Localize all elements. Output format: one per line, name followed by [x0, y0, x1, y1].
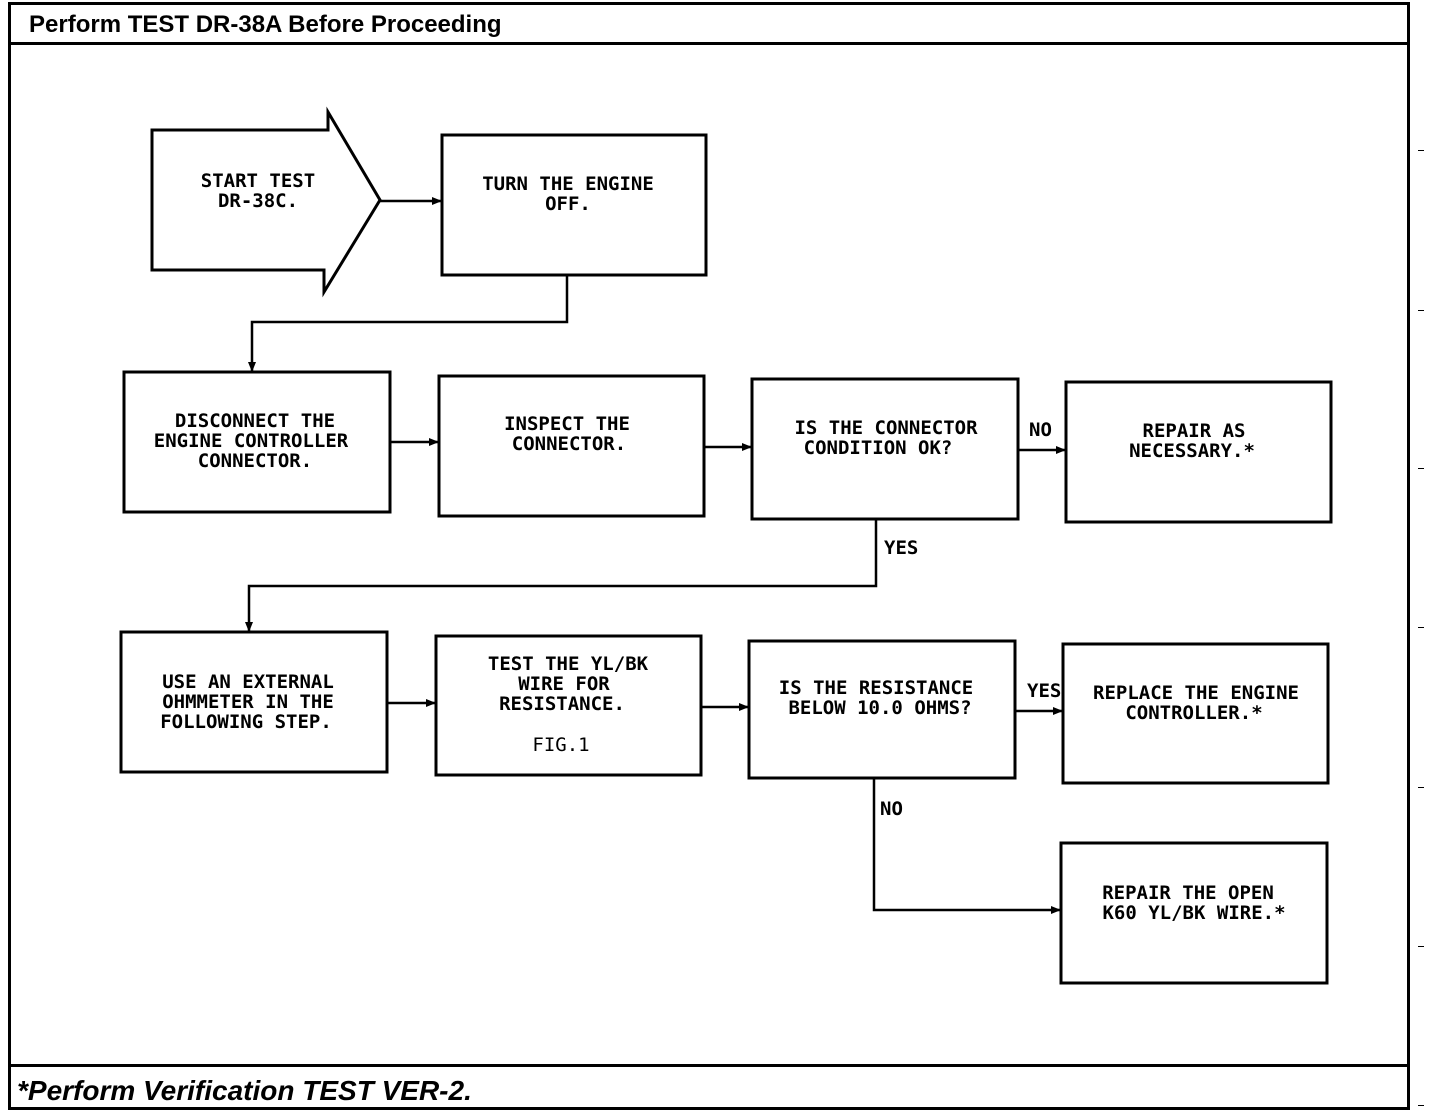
ohmmeter-box — [119, 630, 389, 774]
resistance-q-text-2: BELOW 10.0 OHMS? — [788, 697, 971, 719]
repair-open-box — [1059, 841, 1329, 985]
page-frame — [8, 2, 1410, 1110]
start-arrow-shape — [150, 106, 382, 298]
arrow-connector-ok-yes — [245, 519, 878, 632]
disconnect-text-3: CONNECTOR. — [198, 450, 312, 472]
page-title: Perform TEST DR-38A Before Proceeding — [11, 5, 1407, 45]
ohmmeter-text-1: USE AN EXTERNAL — [162, 671, 334, 693]
engine-off-text-1: TURN THE ENGINE — [482, 173, 654, 195]
connector-ok-text-1: IS THE CONNECTOR — [794, 417, 978, 439]
label-yes-resistance: YES — [1027, 680, 1061, 702]
arrow-engine-off-to-disconnect — [248, 275, 569, 372]
label-yes-connector: YES — [884, 537, 918, 559]
connector-lines — [245, 197, 1066, 914]
edge-tick — [1418, 627, 1424, 628]
disconnect-text-2: ENGINE CONTROLLER — [154, 430, 349, 452]
connector-ok-text-2: CONDITION OK? — [804, 437, 953, 459]
ohmmeter-text-2: OHMMETER IN THE — [162, 691, 334, 713]
start-text-2: DR-38C. — [218, 190, 298, 212]
repair-open-text-2: K60 YL/BK WIRE.* — [1102, 902, 1285, 924]
fig-label: FIG.1 — [532, 734, 589, 756]
edge-tick — [1418, 310, 1424, 311]
test-wire-box — [434, 634, 703, 777]
test-wire-text-2: WIRE FOR — [518, 673, 610, 695]
resistance-q-text-1: IS THE RESISTANCE — [779, 677, 973, 699]
engine-off-box — [440, 133, 708, 277]
arrow-resistance-no — [872, 778, 1061, 914]
resistance-question-box — [747, 639, 1017, 780]
repair-open-text-1: REPAIR THE OPEN — [1102, 882, 1274, 904]
label-no-resistance: NO — [880, 798, 903, 820]
edge-tick — [1418, 1105, 1424, 1106]
inspect-text-2: CONNECTOR. — [512, 433, 626, 455]
connector-ok-box — [750, 377, 1020, 521]
ohmmeter-text-3: FOLLOWING STEP. — [160, 711, 332, 733]
repair-necessary-text-1: REPAIR AS — [1143, 420, 1246, 442]
disconnect-text-1: DISCONNECT THE — [175, 410, 335, 432]
disconnect-box — [122, 370, 392, 514]
replace-text-2: CONTROLLER.* — [1125, 702, 1262, 724]
label-no-connector: NO — [1029, 419, 1052, 441]
engine-off-text-2: OFF. — [545, 193, 591, 215]
repair-necessary-text-2: NECESSARY.* — [1129, 440, 1255, 462]
footer-note: *Perform Verification TEST VER-2. — [11, 1064, 1407, 1108]
replace-controller-box — [1061, 642, 1330, 785]
test-wire-text-3: RESISTANCE. — [499, 693, 625, 715]
inspect-text-1: INSPECT THE — [504, 413, 630, 435]
test-wire-text-1: TEST THE YL/BK — [488, 653, 649, 675]
start-text-1: START TEST — [201, 170, 315, 192]
edge-tick — [1418, 946, 1424, 947]
edge-tick — [1418, 150, 1424, 151]
replace-text-1: REPLACE THE ENGINE — [1093, 682, 1299, 704]
repair-necessary-box — [1064, 380, 1333, 524]
edge-tick — [1418, 468, 1424, 469]
edge-tick — [1418, 787, 1424, 788]
